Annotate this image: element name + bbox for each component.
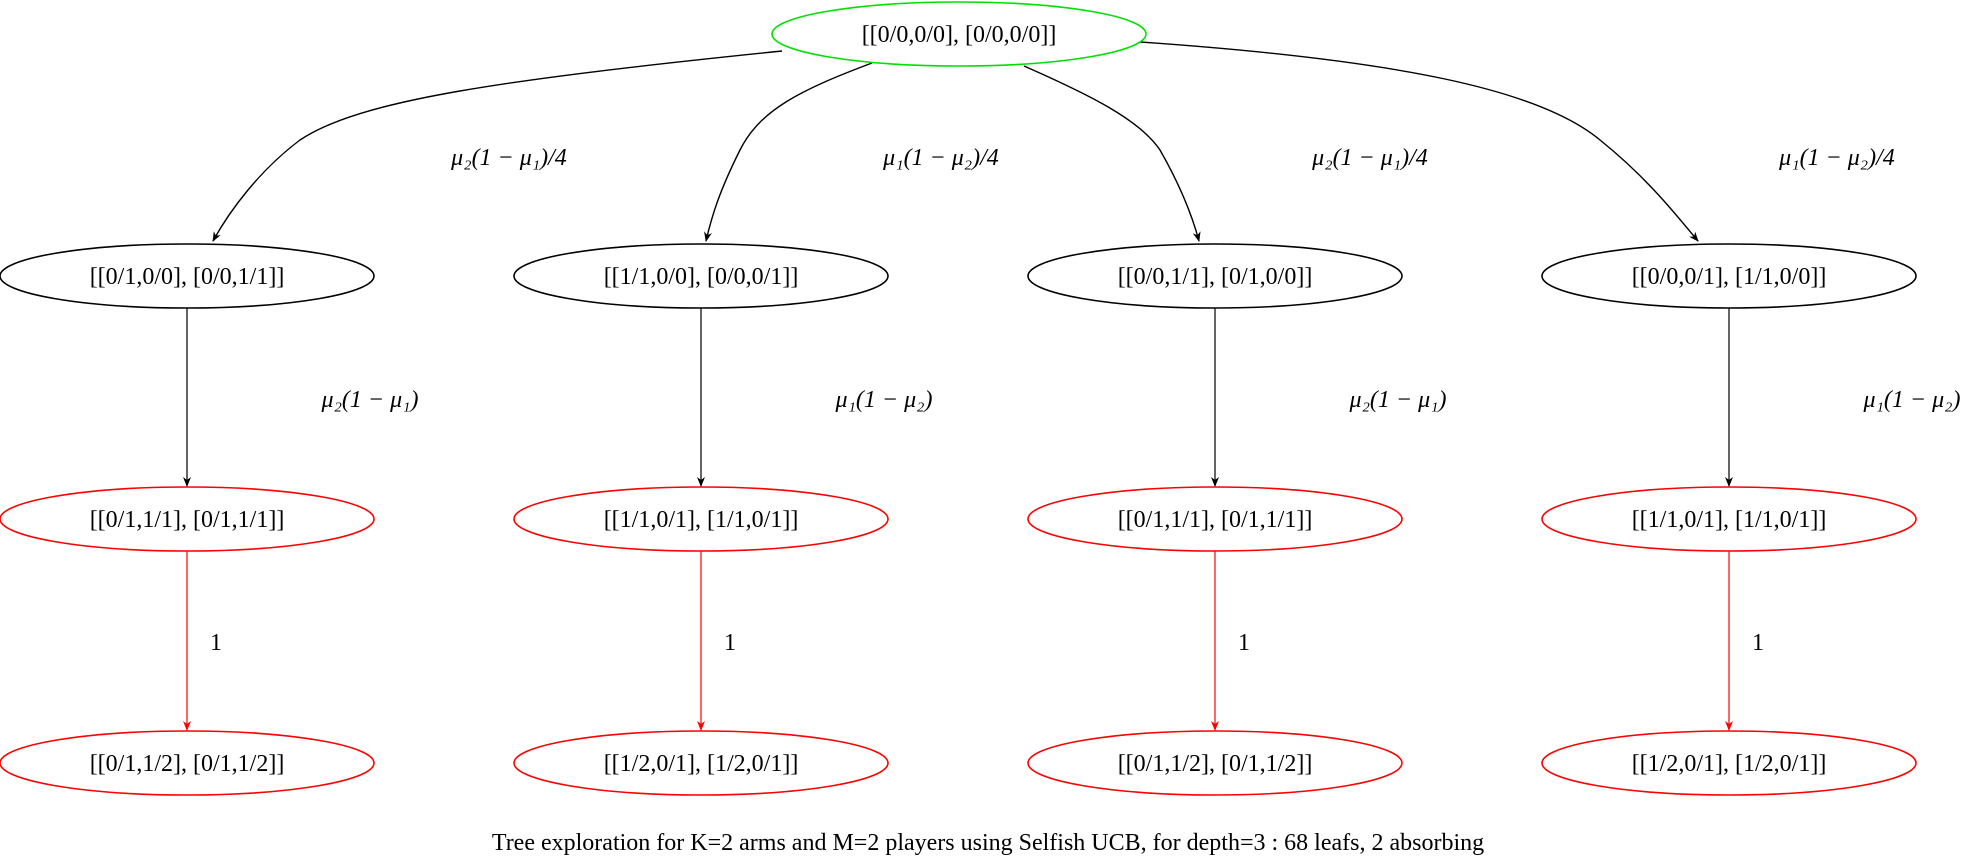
level1-node-3-label: [[0/0,0/1], [1/1,0/0]] [1632, 264, 1827, 290]
level1-node-1-ellipse [513, 243, 889, 309]
level2-node-3-ellipse [1541, 486, 1917, 552]
level3-node-2-ellipse [1027, 730, 1403, 796]
level2-node-0: [[0/1,1/1], [0/1,1/1]] [0, 486, 375, 552]
edge-label-level1-3: μ₁(1 − μ₂)/4 [1778, 145, 1895, 171]
root-node-ellipse [771, 1, 1147, 67]
edge-label-level3-2: 1 [1238, 630, 1250, 656]
level2-node-0-ellipse [0, 486, 375, 552]
level1-node-2-label: [[0/0,1/1], [0/1,0/0]] [1118, 264, 1313, 290]
level1-node-2: [[0/0,1/1], [0/1,0/0]] [1027, 243, 1403, 309]
level3-node-3: [[1/2,0/1], [1/2,0/1]] [1541, 730, 1917, 796]
edge-label-level3-1: 1 [724, 630, 736, 656]
level2-node-2-ellipse [1027, 486, 1403, 552]
edge-root-to-level1-1 [704, 62, 873, 242]
level3-node-3-ellipse [1541, 730, 1917, 796]
level2-node-3: [[1/1,0/1], [1/1,0/1]] [1541, 486, 1917, 552]
level3-node-2: [[0/1,1/2], [0/1,1/2]] [1027, 730, 1403, 796]
level1-node-3: [[0/0,0/1], [1/1,0/0]] [1541, 243, 1917, 309]
level2-node-3-label: [[1/1,0/1], [1/1,0/1]] [1632, 507, 1827, 533]
edge-label-level2-3: μ₁(1 − μ₂) [1863, 387, 1961, 413]
level3-node-0: [[0/1,1/2], [0/1,1/2]] [0, 730, 375, 796]
edge-label-level1-1: μ₁(1 − μ₂)/4 [882, 145, 999, 171]
level3-node-3-label: [[1/2,0/1], [1/2,0/1]] [1632, 751, 1827, 777]
edge-label-level1-0: μ₂(1 − μ₁)/4 [450, 145, 567, 171]
edge-label-level2-0: μ₂(1 − μ₁) [321, 387, 419, 413]
edge-root-to-level1-0 [212, 50, 783, 242]
edge-label-level3-3: 1 [1752, 630, 1764, 656]
edge-root-to-level1-2 [1023, 65, 1201, 242]
level3-node-0-ellipse [0, 730, 375, 796]
edge-label-level1-2: μ₂(1 − μ₁)/4 [1311, 145, 1428, 171]
edge-root-to-level1-3 [1139, 41, 1699, 242]
level1-node-1: [[1/1,0/0], [0/0,0/1]] [513, 243, 889, 309]
level1-node-3-ellipse [1541, 243, 1917, 309]
level1-node-1-label: [[1/1,0/0], [0/0,0/1]] [604, 264, 799, 290]
edge-label-level2-2: μ₂(1 − μ₁) [1349, 387, 1447, 413]
level2-node-1-label: [[1/1,0/1], [1/1,0/1]] [604, 507, 799, 533]
level3-node-0-label: [[0/1,1/2], [0/1,1/2]] [90, 751, 285, 777]
level1-node-2-ellipse [1027, 243, 1403, 309]
level3-node-1-label: [[1/2,0/1], [1/2,0/1]] [604, 751, 799, 777]
level2-node-1-ellipse [513, 486, 889, 552]
level2-node-1: [[1/1,0/1], [1/1,0/1]] [513, 486, 889, 552]
level3-node-2-label: [[0/1,1/2], [0/1,1/2]] [1118, 751, 1313, 777]
level3-node-1-ellipse [513, 730, 889, 796]
edge-label-level3-0: 1 [210, 630, 222, 656]
level1-node-0-ellipse [0, 243, 375, 309]
level2-node-0-label: [[0/1,1/1], [0/1,1/1]] [90, 507, 285, 533]
level2-node-2-label: [[0/1,1/1], [0/1,1/1]] [1118, 507, 1313, 533]
root-node: [[0/0,0/0], [0/0,0/0]] [771, 1, 1147, 67]
level1-node-0-label: [[0/1,0/0], [0/0,1/1]] [90, 264, 285, 290]
level3-node-1: [[1/2,0/1], [1/2,0/1]] [513, 730, 889, 796]
edge-label-level2-1: μ₁(1 − μ₂) [835, 387, 933, 413]
root-node-label: [[0/0,0/0], [0/0,0/0]] [862, 22, 1057, 48]
level2-node-2: [[0/1,1/1], [0/1,1/1]] [1027, 486, 1403, 552]
level1-node-0: [[0/1,0/0], [0/0,1/1]] [0, 243, 375, 309]
caption: Tree exploration for K=2 arms and M=2 pl… [492, 830, 1484, 856]
